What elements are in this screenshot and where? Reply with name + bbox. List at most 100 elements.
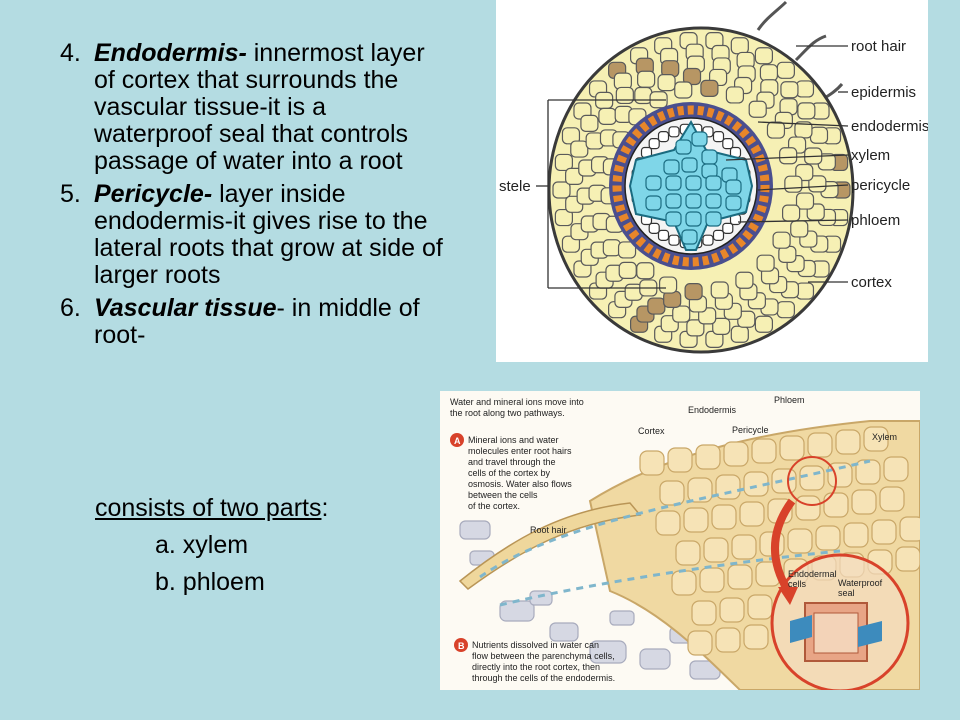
label-pericycle: pericycle	[851, 177, 910, 194]
consists-underlined: consists of two parts	[95, 494, 322, 522]
cortex-cell	[784, 175, 803, 193]
cortex-cell	[772, 231, 791, 249]
stele-cell	[668, 234, 680, 246]
root-cross-section-figure: root hair epidermis endodermis xylem per…	[496, 0, 928, 362]
pathway-labels: Water and mineral ions move into the roo…	[450, 395, 897, 598]
label-xylem: Xylem	[872, 432, 897, 442]
tissue-cell	[743, 624, 769, 650]
step-b-text: Nutrients dissolved in water can flow be…	[472, 640, 615, 683]
zoom-arrow	[770, 498, 796, 594]
xylem-cell	[691, 131, 708, 147]
label-stele: stele	[499, 178, 531, 195]
cortex-cell	[618, 261, 637, 279]
stele-cell	[722, 138, 734, 150]
item-term: Endodermis-	[94, 39, 247, 67]
intro-line-1: Water and mineral ions move into	[450, 397, 584, 407]
stele-cell	[722, 222, 734, 234]
tissue-cell	[795, 495, 821, 521]
cortex-cell	[700, 79, 719, 97]
label-endodermis: endodermis	[851, 118, 928, 135]
step-a-text: Mineral ions and water molecules enter r…	[468, 435, 572, 511]
tissue-cell	[687, 477, 713, 503]
cortex-cell	[672, 305, 691, 323]
xylem-cell	[663, 159, 680, 175]
cross-section-svg: root hair epidermis endodermis xylem per…	[499, 0, 928, 354]
cortex-cell	[613, 72, 632, 90]
cortex-cell	[602, 239, 621, 257]
cortex-cell	[780, 81, 799, 99]
item-text: layer inside endodermis-it gives rise to…	[94, 180, 443, 289]
part-xylem: a. xylem	[155, 531, 249, 559]
step-b-line: Nutrients dissolved in water can	[472, 640, 599, 650]
cortex-cell	[682, 67, 702, 86]
endodermis-ring	[612, 105, 770, 267]
tissue-cell	[835, 429, 861, 455]
consists-colon: :	[321, 494, 329, 522]
xylem-cell	[705, 193, 722, 209]
label-pericycle: Pericycle	[732, 425, 769, 435]
part-phloem: b. phloem	[155, 568, 265, 596]
tissue-cell	[719, 597, 745, 623]
step-a-line: molecules enter root hairs	[468, 446, 572, 456]
consists-line: consists of two parts:	[95, 494, 328, 523]
cortex-cell	[809, 126, 829, 144]
tissue-cell	[659, 480, 685, 506]
xylem-cell	[645, 195, 662, 211]
xylem-cell	[685, 211, 702, 227]
cortex-cell	[657, 74, 676, 92]
label-cortex: Cortex	[638, 426, 665, 436]
xylem-cell	[701, 149, 718, 165]
item-pericycle: 5. Pericycle- layer inside endodermis-it…	[60, 181, 450, 289]
cortex-cell	[712, 317, 731, 335]
step-a-line: between the cells	[468, 490, 538, 500]
cortex-cell	[766, 121, 786, 139]
tissue-cell	[871, 519, 897, 545]
step-b-marker	[454, 638, 468, 652]
label-xylem: xylem	[851, 147, 890, 164]
cortex-cell	[647, 297, 666, 315]
cortex-cell	[776, 301, 795, 319]
tissue-cell	[807, 432, 833, 458]
xylem-cell	[685, 193, 702, 209]
label-root-hair: Root hair	[530, 525, 567, 535]
label-cortex: cortex	[851, 274, 892, 291]
cortex-cell	[808, 175, 827, 193]
soil-pebble	[459, 520, 491, 540]
cortex-cells	[552, 32, 851, 348]
tissue-cell	[691, 600, 717, 626]
step-a-line: of the cortex.	[468, 501, 520, 511]
tissue-cell	[771, 468, 797, 494]
tissue-cell	[899, 516, 920, 542]
tissue-cell	[751, 438, 777, 464]
cortex-cell	[754, 47, 774, 65]
tissue-cell	[823, 492, 849, 518]
tissue-cell	[815, 525, 841, 551]
cortex-cell	[748, 100, 767, 118]
cortex-cell	[634, 86, 653, 105]
tissue-cell	[895, 546, 920, 572]
soil-pebble	[549, 622, 579, 642]
item-number: 5.	[60, 180, 81, 208]
tissue-cell	[731, 534, 757, 560]
water-pathway-figure: Water and mineral ions move into the roo…	[440, 391, 920, 690]
tissue-cell	[799, 465, 825, 491]
cortex-cell	[725, 86, 745, 104]
cortex-cell	[663, 290, 682, 308]
label-endodermal-1: Endodermal	[788, 569, 837, 579]
stele-cell	[712, 229, 725, 241]
tissue-cell	[715, 474, 741, 500]
tissue-cell	[863, 426, 889, 452]
cortex-cell	[554, 208, 573, 227]
tissue-cell	[827, 462, 853, 488]
water-flow-arrows	[479, 459, 871, 607]
item-number: 4.	[60, 39, 81, 67]
xylem-cell	[665, 193, 682, 209]
pathway-svg: Water and mineral ions move into the roo…	[440, 391, 920, 690]
step-a-marker	[450, 433, 464, 447]
cortex-cell	[797, 102, 816, 120]
zoom-arrow-head	[778, 587, 798, 605]
cortex-cell	[756, 254, 775, 272]
cortex-cell	[598, 107, 617, 125]
tissue-cell	[671, 570, 697, 596]
item-term: Vascular tissue	[94, 294, 277, 322]
